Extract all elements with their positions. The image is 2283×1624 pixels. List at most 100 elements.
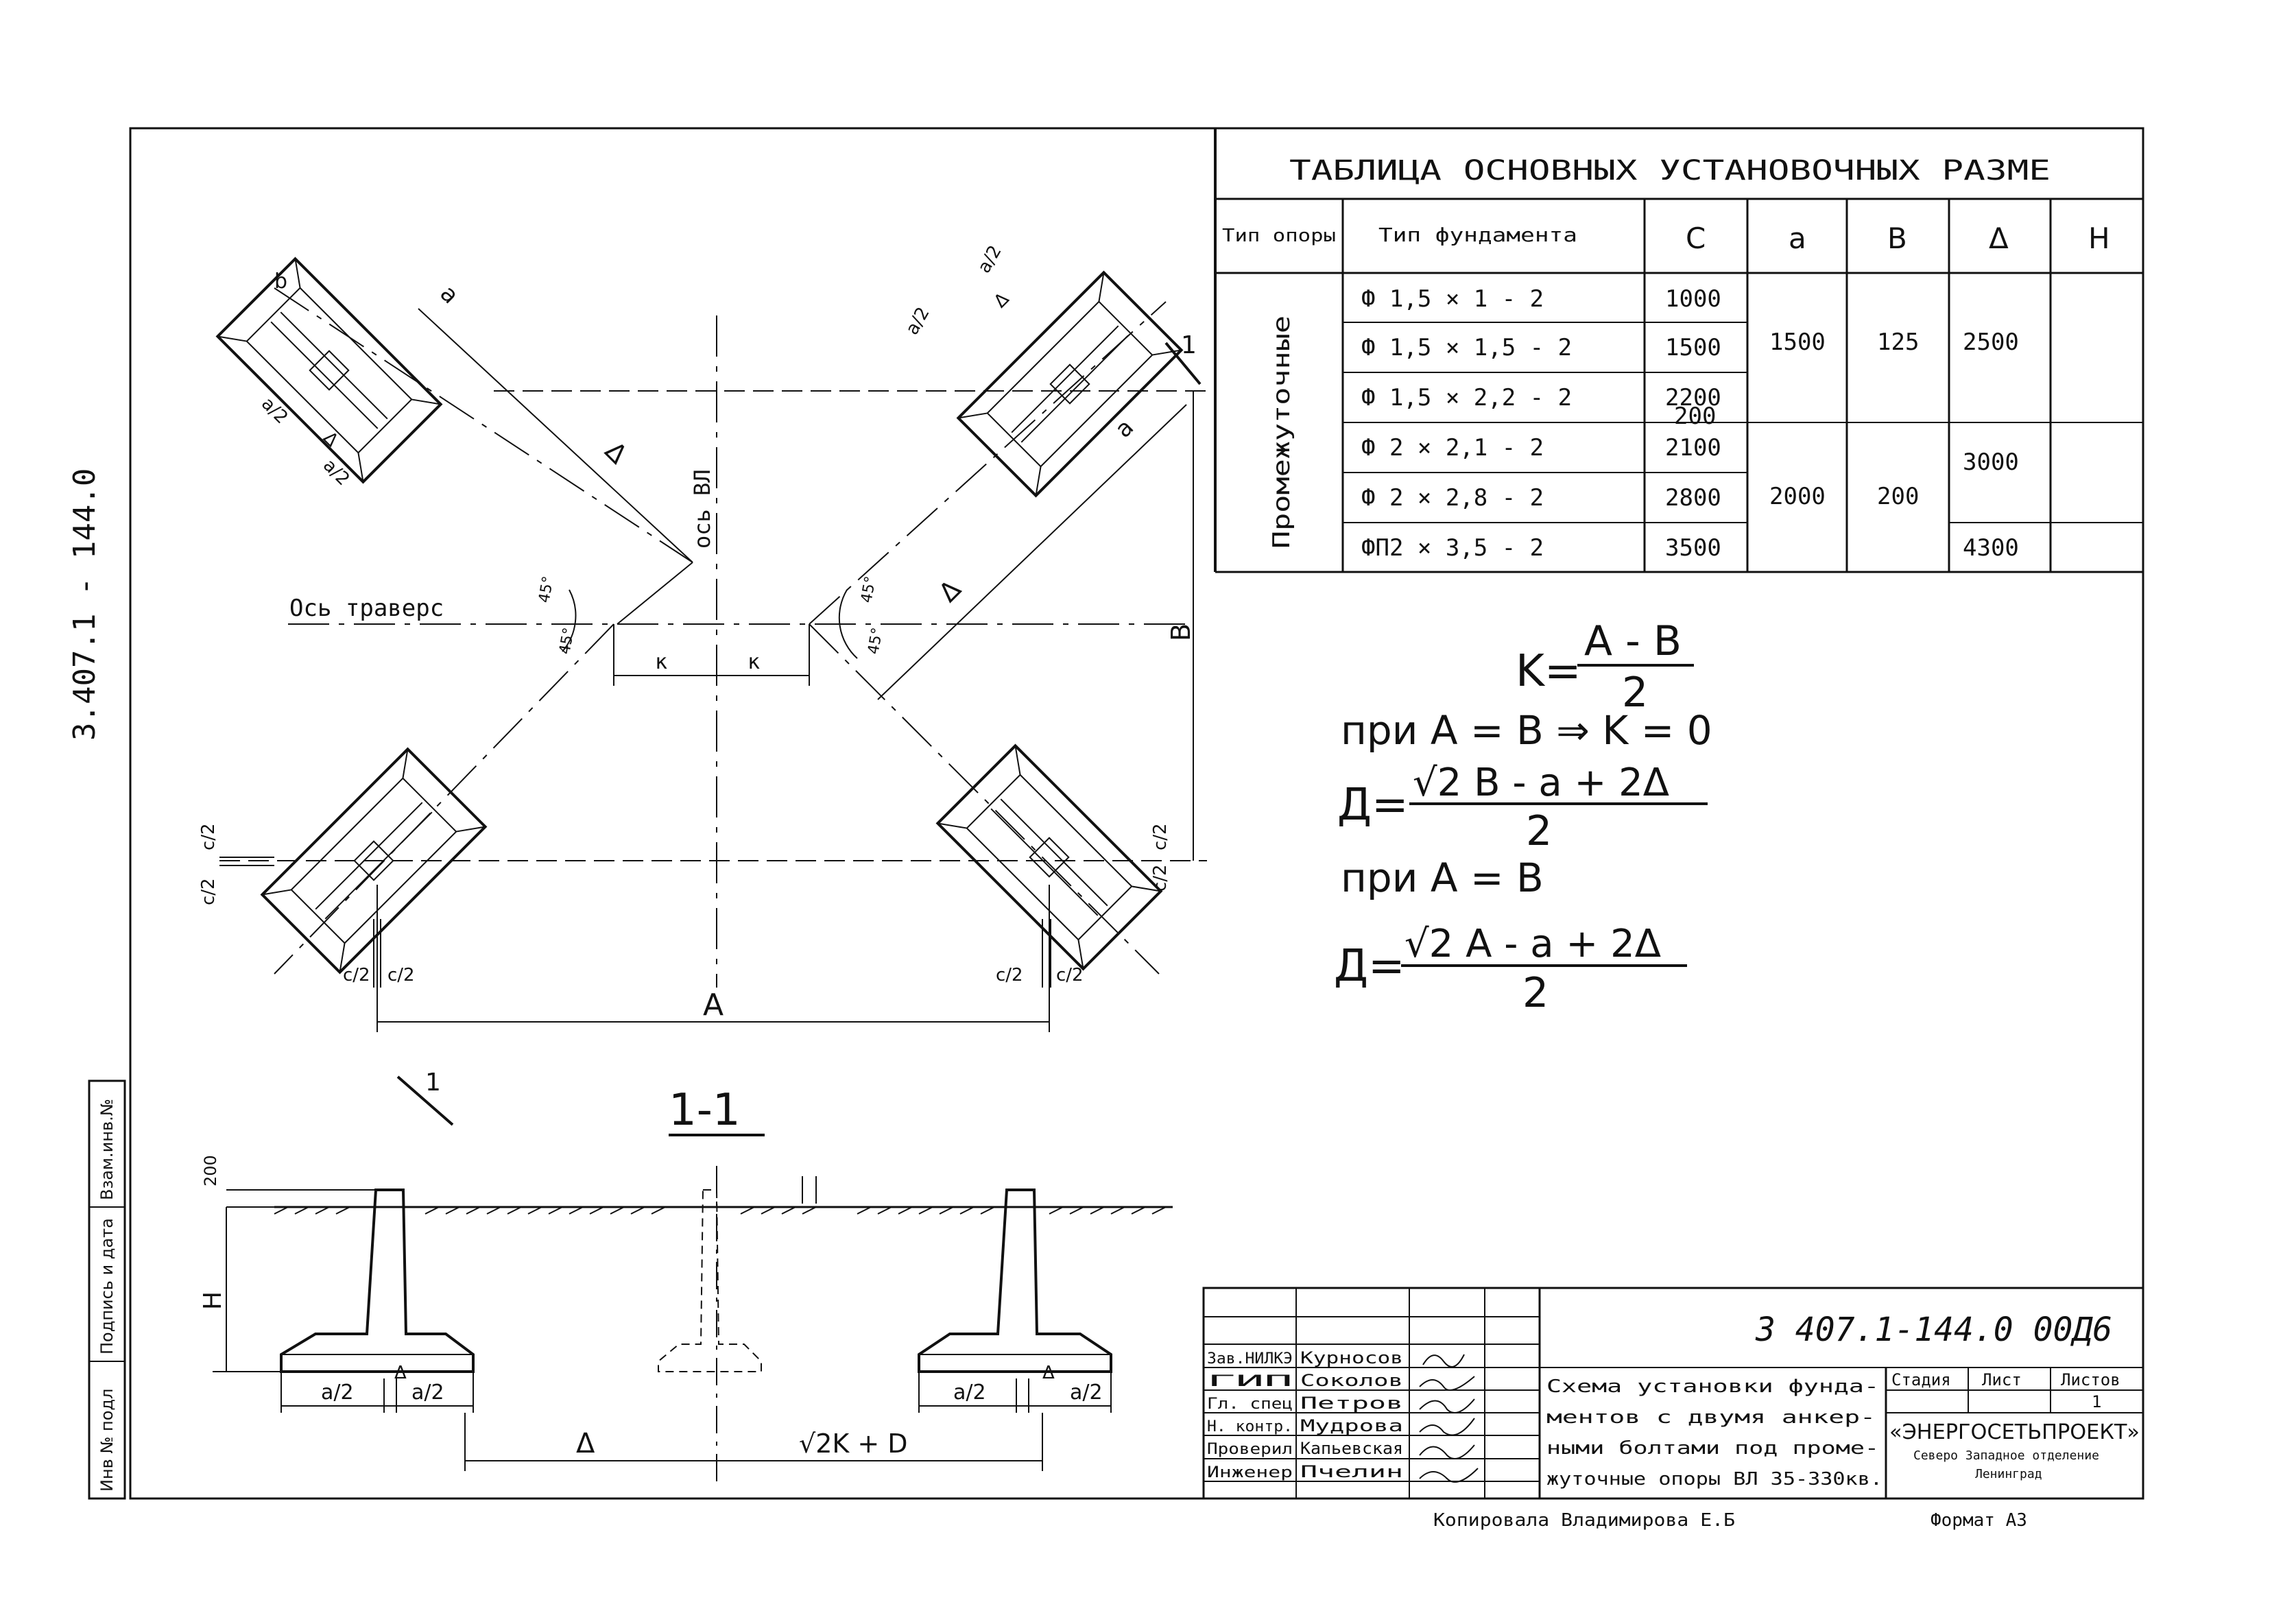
section-delta-l: Δ [394, 1363, 407, 1383]
foundation-type-1: Ф 1,5 × 1 - 2 [1361, 285, 1544, 313]
side-stamp: Инв № подл Подпись и дата Взам.инв.№ [88, 1079, 126, 1500]
desc-line-4: жуточные опоры ВЛ 35-330кв. [1546, 1469, 1882, 1490]
h-value-1: 2500 [1963, 329, 2019, 356]
section-view: 1-1 200 H a/2 Δ a/2 [199, 1085, 1173, 1481]
b-value-2: 2000 [1769, 483, 1826, 510]
org-sub-1: Северо Западное отделение [1913, 1448, 2099, 1463]
a-value-6: 3500 [1665, 534, 1721, 562]
drawing-frame [129, 127, 2144, 1500]
formula-d1-lhs: Д= [1337, 780, 1409, 831]
role-6: Инженер [1207, 1464, 1293, 1481]
name-5: Капьевская [1300, 1439, 1403, 1458]
formula-k-den: 2 [1622, 669, 1648, 717]
k-label-left: к [655, 650, 667, 674]
c2-label-right-2: c/2 [1150, 864, 1171, 892]
th-a: a [1789, 222, 1806, 255]
formula-d1-den: 2 [1526, 807, 1552, 855]
c2-label-left-1: c/2 [198, 823, 219, 850]
formula-d2-num: √2 A - a + 2Δ [1405, 922, 1661, 966]
row-group-label: Промежуточные [1268, 315, 1295, 549]
sheets-label: Листов [2061, 1370, 2120, 1389]
formula-k-num: A - B [1584, 617, 1682, 665]
title-block: 3 407.1-144.0 00Д6 Зав.НИЛКЭ ГИП Гл. спе… [1202, 1287, 2144, 1500]
delta-value-1: 125 [1877, 329, 1919, 356]
section-title: 1-1 [669, 1085, 741, 1136]
formula-k-lhs: K= [1516, 646, 1581, 697]
th-foundation-type: Тип фундамента [1378, 224, 1577, 246]
formulas: K= A - B 2 при A = B ⇒ K = 0 Д= √2 B - a… [1334, 617, 1712, 1017]
foundation-type-3: Ф 1,5 × 2,2 - 2 [1361, 384, 1572, 411]
foundation-type-6: ФП2 × 3,5 - 2 [1361, 534, 1544, 562]
org-sub-2: Ленинград [1975, 1467, 2042, 1481]
role-3: Гл. спец [1207, 1396, 1293, 1413]
role-1: Зав.НИЛКЭ [1207, 1350, 1293, 1368]
angle-45-right-upper: 45° [858, 575, 879, 604]
a-value-2: 1500 [1665, 334, 1721, 361]
th-support-type: Тип опоры [1222, 226, 1336, 246]
th-b: B [1887, 222, 1907, 255]
plan-a2-tr-2: a/2 [902, 304, 934, 339]
formula-cond-1: при A = B ⇒ K = 0 [1341, 707, 1712, 754]
stage-label: Стадия [1891, 1370, 1951, 1389]
copied-by: Копировала Владимирова Е.Б [1433, 1510, 1735, 1531]
desc-line-2: ментов с двумя анкер- [1546, 1407, 1876, 1428]
section-a2-r2: a/2 [1070, 1381, 1103, 1405]
side-stamp-signature: Подпись и дата [97, 1218, 117, 1354]
h-value-2: 3000 [1963, 449, 2019, 476]
section-h-label: H [199, 1291, 227, 1310]
plan-view: ось ВЛ Ось траверс Δ Δ a a 45° 45° 45° 4… [198, 242, 1207, 1126]
role-2: ГИП [1207, 1373, 1293, 1390]
name-6: Пчелин [1300, 1462, 1403, 1481]
foundation-type-2: Ф 1,5 × 1,5 - 2 [1361, 334, 1572, 361]
foundation-top-left [215, 256, 443, 484]
format-label: Формат А3 [1931, 1510, 2027, 1531]
th-delta: Δ [1989, 222, 2009, 255]
b-value-1: 1500 [1769, 329, 1826, 356]
section-mark-top: 1 [1181, 331, 1197, 359]
c2-label-right-1: c/2 [1150, 823, 1171, 850]
formula-cond-2: при A = B [1341, 855, 1544, 901]
angle-45-right-lower: 45° [865, 626, 886, 656]
k-label-right: к [748, 650, 760, 674]
b-dim-label: B [1166, 623, 1196, 641]
section-dim-right: √2K + D [799, 1429, 908, 1459]
a-value-4: 2100 [1665, 434, 1721, 462]
section-a2-r1: a/2 [953, 1381, 986, 1405]
th-h: H [2088, 222, 2110, 255]
side-code: 3.407.1 - 144.0 [67, 468, 102, 741]
angle-45-left-upper: 45° [536, 575, 557, 604]
name-4: Мудрова [1300, 1416, 1403, 1435]
axis-traverse-label: Ось траверс [289, 595, 444, 622]
formula-d2-den: 2 [1522, 969, 1549, 1017]
doc-code: 3 407.1-144.0 00Д6 [1755, 1311, 2112, 1349]
plan-a2-tl-2: a/2 [319, 455, 353, 490]
desc-line-3: ными болтами под проме- [1546, 1438, 1879, 1459]
plan-a2-tl-1: a/2 [257, 394, 291, 428]
plan-delta-right: Δ [933, 574, 966, 608]
side-stamp-inv: Инв № подл [97, 1389, 117, 1492]
a-value-5: 2800 [1665, 484, 1721, 512]
c2-label-bl-1: c/2 [343, 965, 370, 986]
foundation-type-5: Ф 2 × 2,8 - 2 [1361, 484, 1544, 512]
foundation-type-4: Ф 2 × 2,1 - 2 [1361, 434, 1544, 462]
formula-d2-lhs: Д= [1334, 941, 1405, 992]
sheets-value: 1 [2092, 1392, 2101, 1411]
org-name: «ЭНЕРГОСЕТЬПРОЕКТ» [1889, 1420, 2140, 1444]
plan-a2-tr-1: a/2 [974, 242, 1006, 277]
sheet-label: Лист [1982, 1370, 2022, 1389]
c2-label-bl-2: c/2 [387, 965, 415, 986]
formula-d1-num: √2 B - a + 2Δ [1413, 761, 1669, 805]
side-stamp-replace: Взам.инв.№ [97, 1099, 117, 1200]
foundation-top-right [956, 270, 1184, 498]
c2-label-br-1: c/2 [996, 965, 1023, 986]
role-5: Проверил [1207, 1441, 1293, 1458]
plan-delta-tr: Δ [990, 289, 1014, 312]
th-c: C [1686, 222, 1706, 255]
signatures [1419, 1354, 1479, 1483]
plan-a-label: a [435, 280, 464, 309]
angle-45-left-lower: 45° [556, 626, 577, 656]
h-value-3: 4300 [1963, 534, 2019, 562]
a-value-1: 1000 [1665, 285, 1721, 313]
table-title: ТАБЛИЦА ОСНОВНЫХ УСТАНОВОЧНЫХ РАЗМЕ [1289, 155, 2051, 187]
